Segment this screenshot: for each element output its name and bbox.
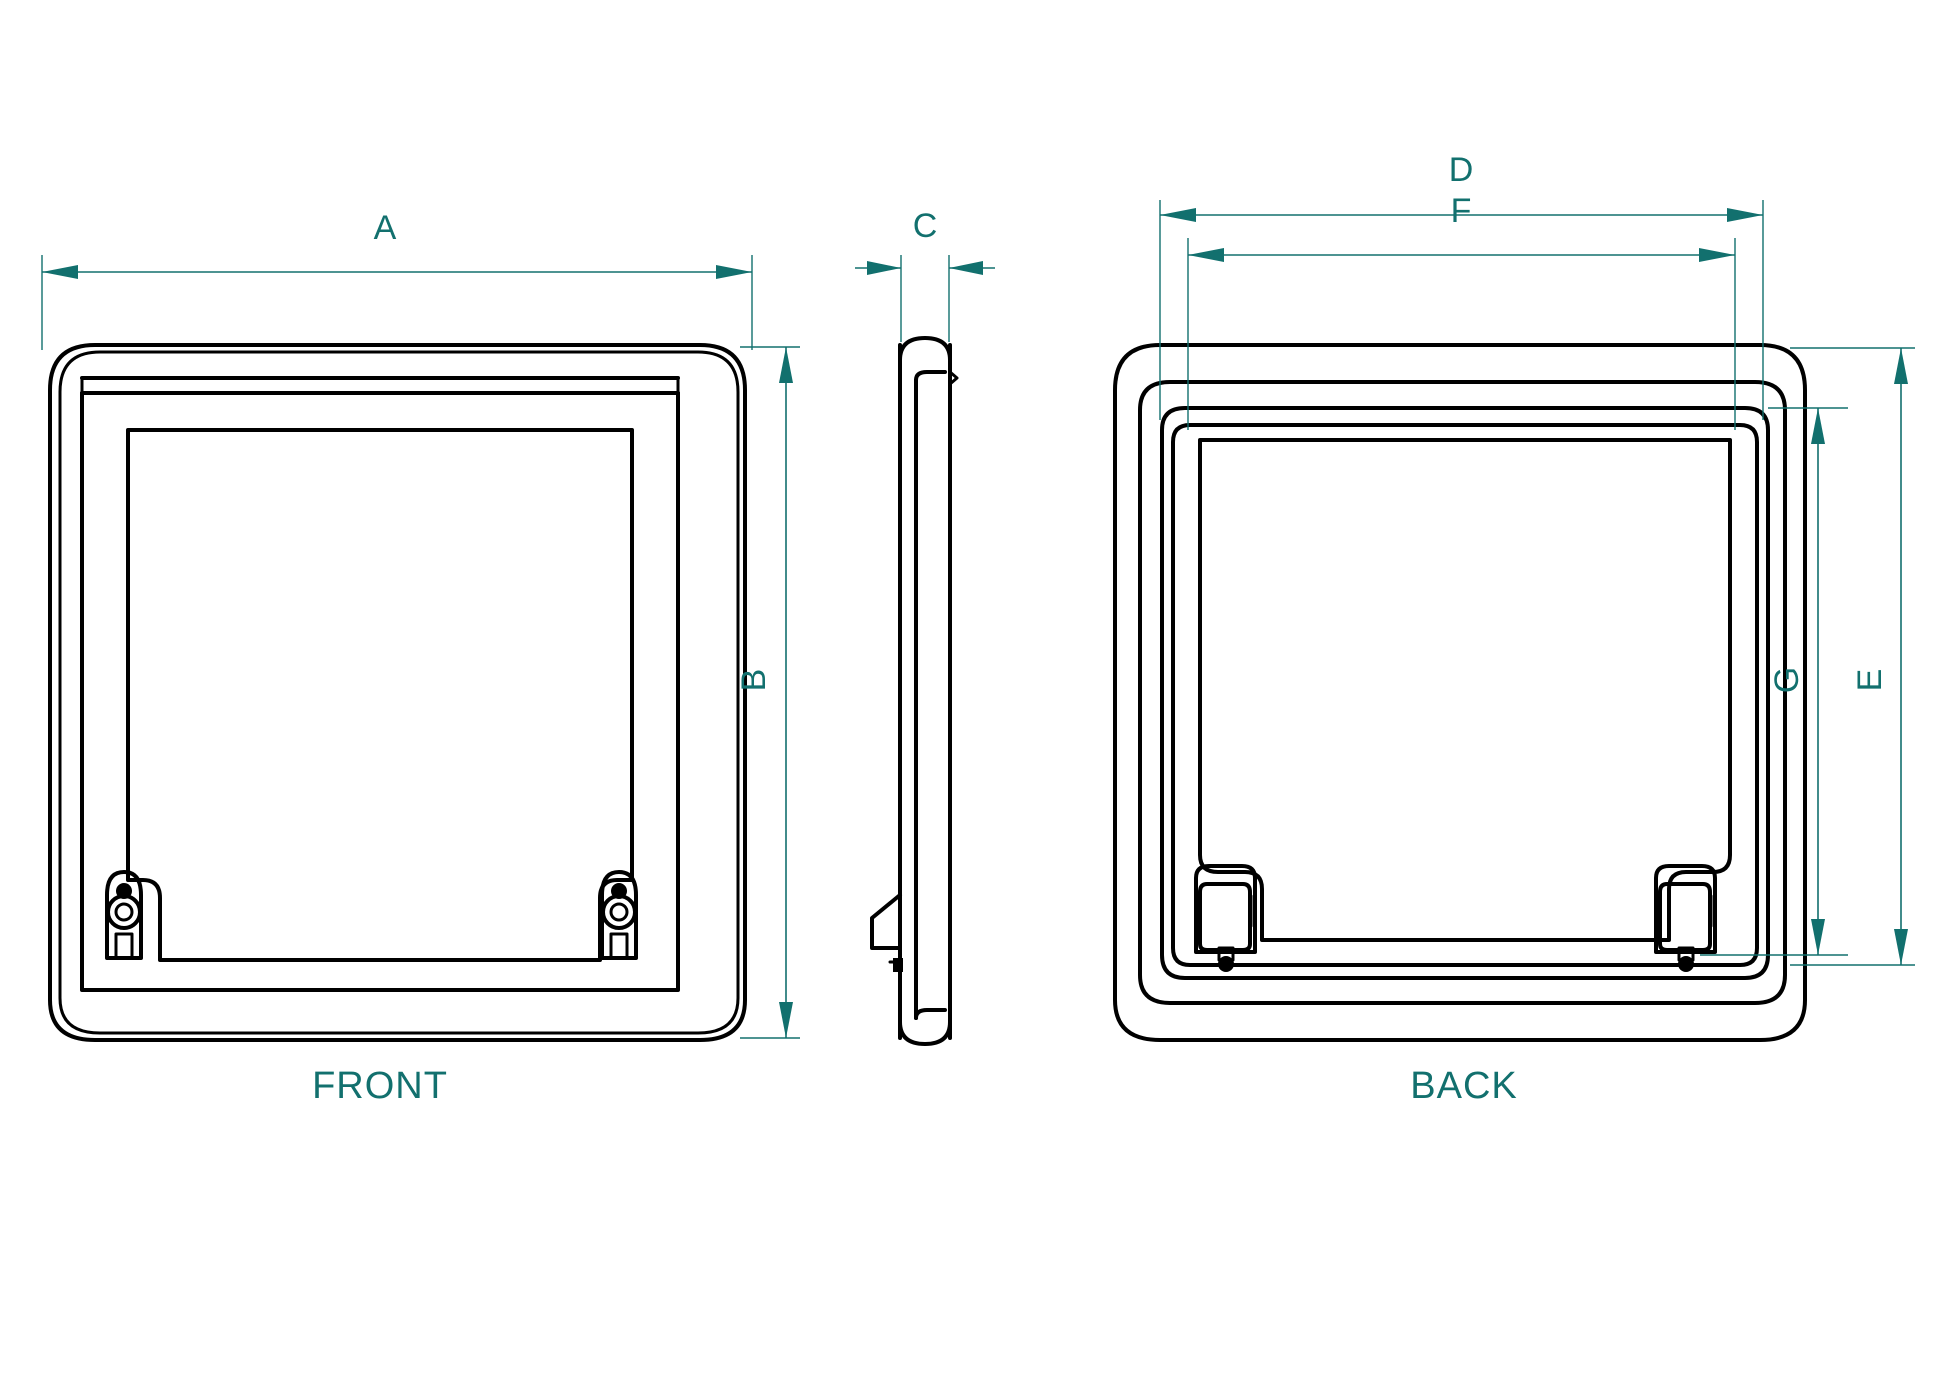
dimension-e: E: [1790, 347, 1915, 966]
dimension-b-arrow-top-icon: [779, 347, 793, 383]
dimension-b-arrow-bottom-icon: [779, 1002, 793, 1038]
front-view-label: FRONT: [312, 1065, 448, 1107]
dimension-g-arrow-bottom-icon: [1811, 919, 1825, 955]
front-view: A B FRONT: [41, 209, 800, 1107]
section-latch-boss-outline: [870, 893, 902, 950]
dimension-g-arrow-top-icon: [1811, 408, 1825, 444]
front-latch-right-keyhole-ring-icon: [601, 894, 637, 930]
section-latch-boss: [870, 893, 903, 972]
front-latch-right-tab: [609, 932, 629, 960]
dimension-g-label: G: [1768, 667, 1806, 693]
back-view-label: BACK: [1410, 1065, 1517, 1107]
front-latch-right[interactable]: [600, 870, 638, 960]
dimension-a: A: [41, 209, 753, 350]
back-latch-housing-left-pin-icon: [1218, 956, 1234, 972]
dimension-b: B: [735, 346, 800, 1039]
section-latch-boss-stub: [893, 958, 903, 972]
dimension-d: D: [1159, 151, 1764, 420]
dimension-f-arrow-left-icon: [1188, 248, 1224, 262]
dimension-f-label: F: [1451, 192, 1472, 230]
front-inner-panel: [126, 428, 634, 962]
back-outer-flange: [1113, 343, 1807, 1042]
dimension-f: F: [1187, 192, 1736, 430]
front-flange-inner-edge: [58, 350, 740, 1035]
front-latch-right-body: [600, 870, 638, 960]
back-latch-housing-right[interactable]: [1654, 864, 1717, 972]
front-latch-left-keyhole-ring-icon: [106, 894, 142, 930]
dimension-a-label: A: [374, 209, 397, 247]
back-inner-frame-outer: [1160, 406, 1770, 980]
back-latch-housing-left-inner: [1198, 882, 1252, 952]
front-door-leaf: [80, 391, 680, 992]
back-mid-frame: [1138, 380, 1787, 1005]
front-outer-flange: [48, 343, 747, 1042]
section-bottom-cap: [898, 1020, 952, 1046]
dimension-e-arrow-bottom-icon: [1894, 929, 1908, 965]
front-latch-left-tab: [114, 932, 134, 960]
back-view: D F E: [1113, 151, 1915, 1107]
dimension-f-arrow-right-icon: [1699, 248, 1735, 262]
dimension-c-arrow-right-icon: [949, 261, 983, 275]
front-latch-left-keyhole-inner-icon: [114, 902, 134, 922]
dimension-d-label: D: [1449, 151, 1474, 189]
dimension-e-arrow-top-icon: [1894, 348, 1908, 384]
dimension-e-label: E: [1851, 669, 1889, 692]
back-latch-housing-left-outer: [1194, 864, 1257, 954]
section-top-cap: [898, 336, 952, 362]
section-hinge-detail: [948, 370, 959, 386]
back-inner-panel: [1198, 438, 1732, 942]
back-inner-frame-inner: [1171, 423, 1759, 967]
dimension-c: C: [855, 207, 995, 342]
dimension-a-arrow-left-icon: [42, 265, 78, 279]
dimension-g: G: [1700, 407, 1848, 956]
dimension-c-arrow-left-icon: [867, 261, 901, 275]
section-view: C: [855, 207, 995, 1046]
section-inner-leaf: [914, 370, 947, 382]
dimension-b-label: B: [735, 669, 773, 692]
dimension-d-arrow-right-icon: [1727, 208, 1763, 222]
dimension-d-arrow-left-icon: [1160, 208, 1196, 222]
back-latch-housing-left[interactable]: [1194, 864, 1257, 972]
back-latch-housing-right-inner: [1658, 882, 1712, 952]
front-latch-right-keyhole-inner-icon: [609, 902, 629, 922]
back-latch-housing-right-pin-icon: [1678, 956, 1694, 972]
dimension-a-arrow-right-icon: [716, 265, 752, 279]
back-latch-housing-right-outer: [1654, 864, 1717, 954]
front-latch-left[interactable]: [105, 870, 143, 960]
dimension-c-label: C: [913, 207, 938, 245]
front-latch-left-body: [105, 870, 143, 960]
section-inner-leaf-bottom: [914, 1008, 947, 1020]
